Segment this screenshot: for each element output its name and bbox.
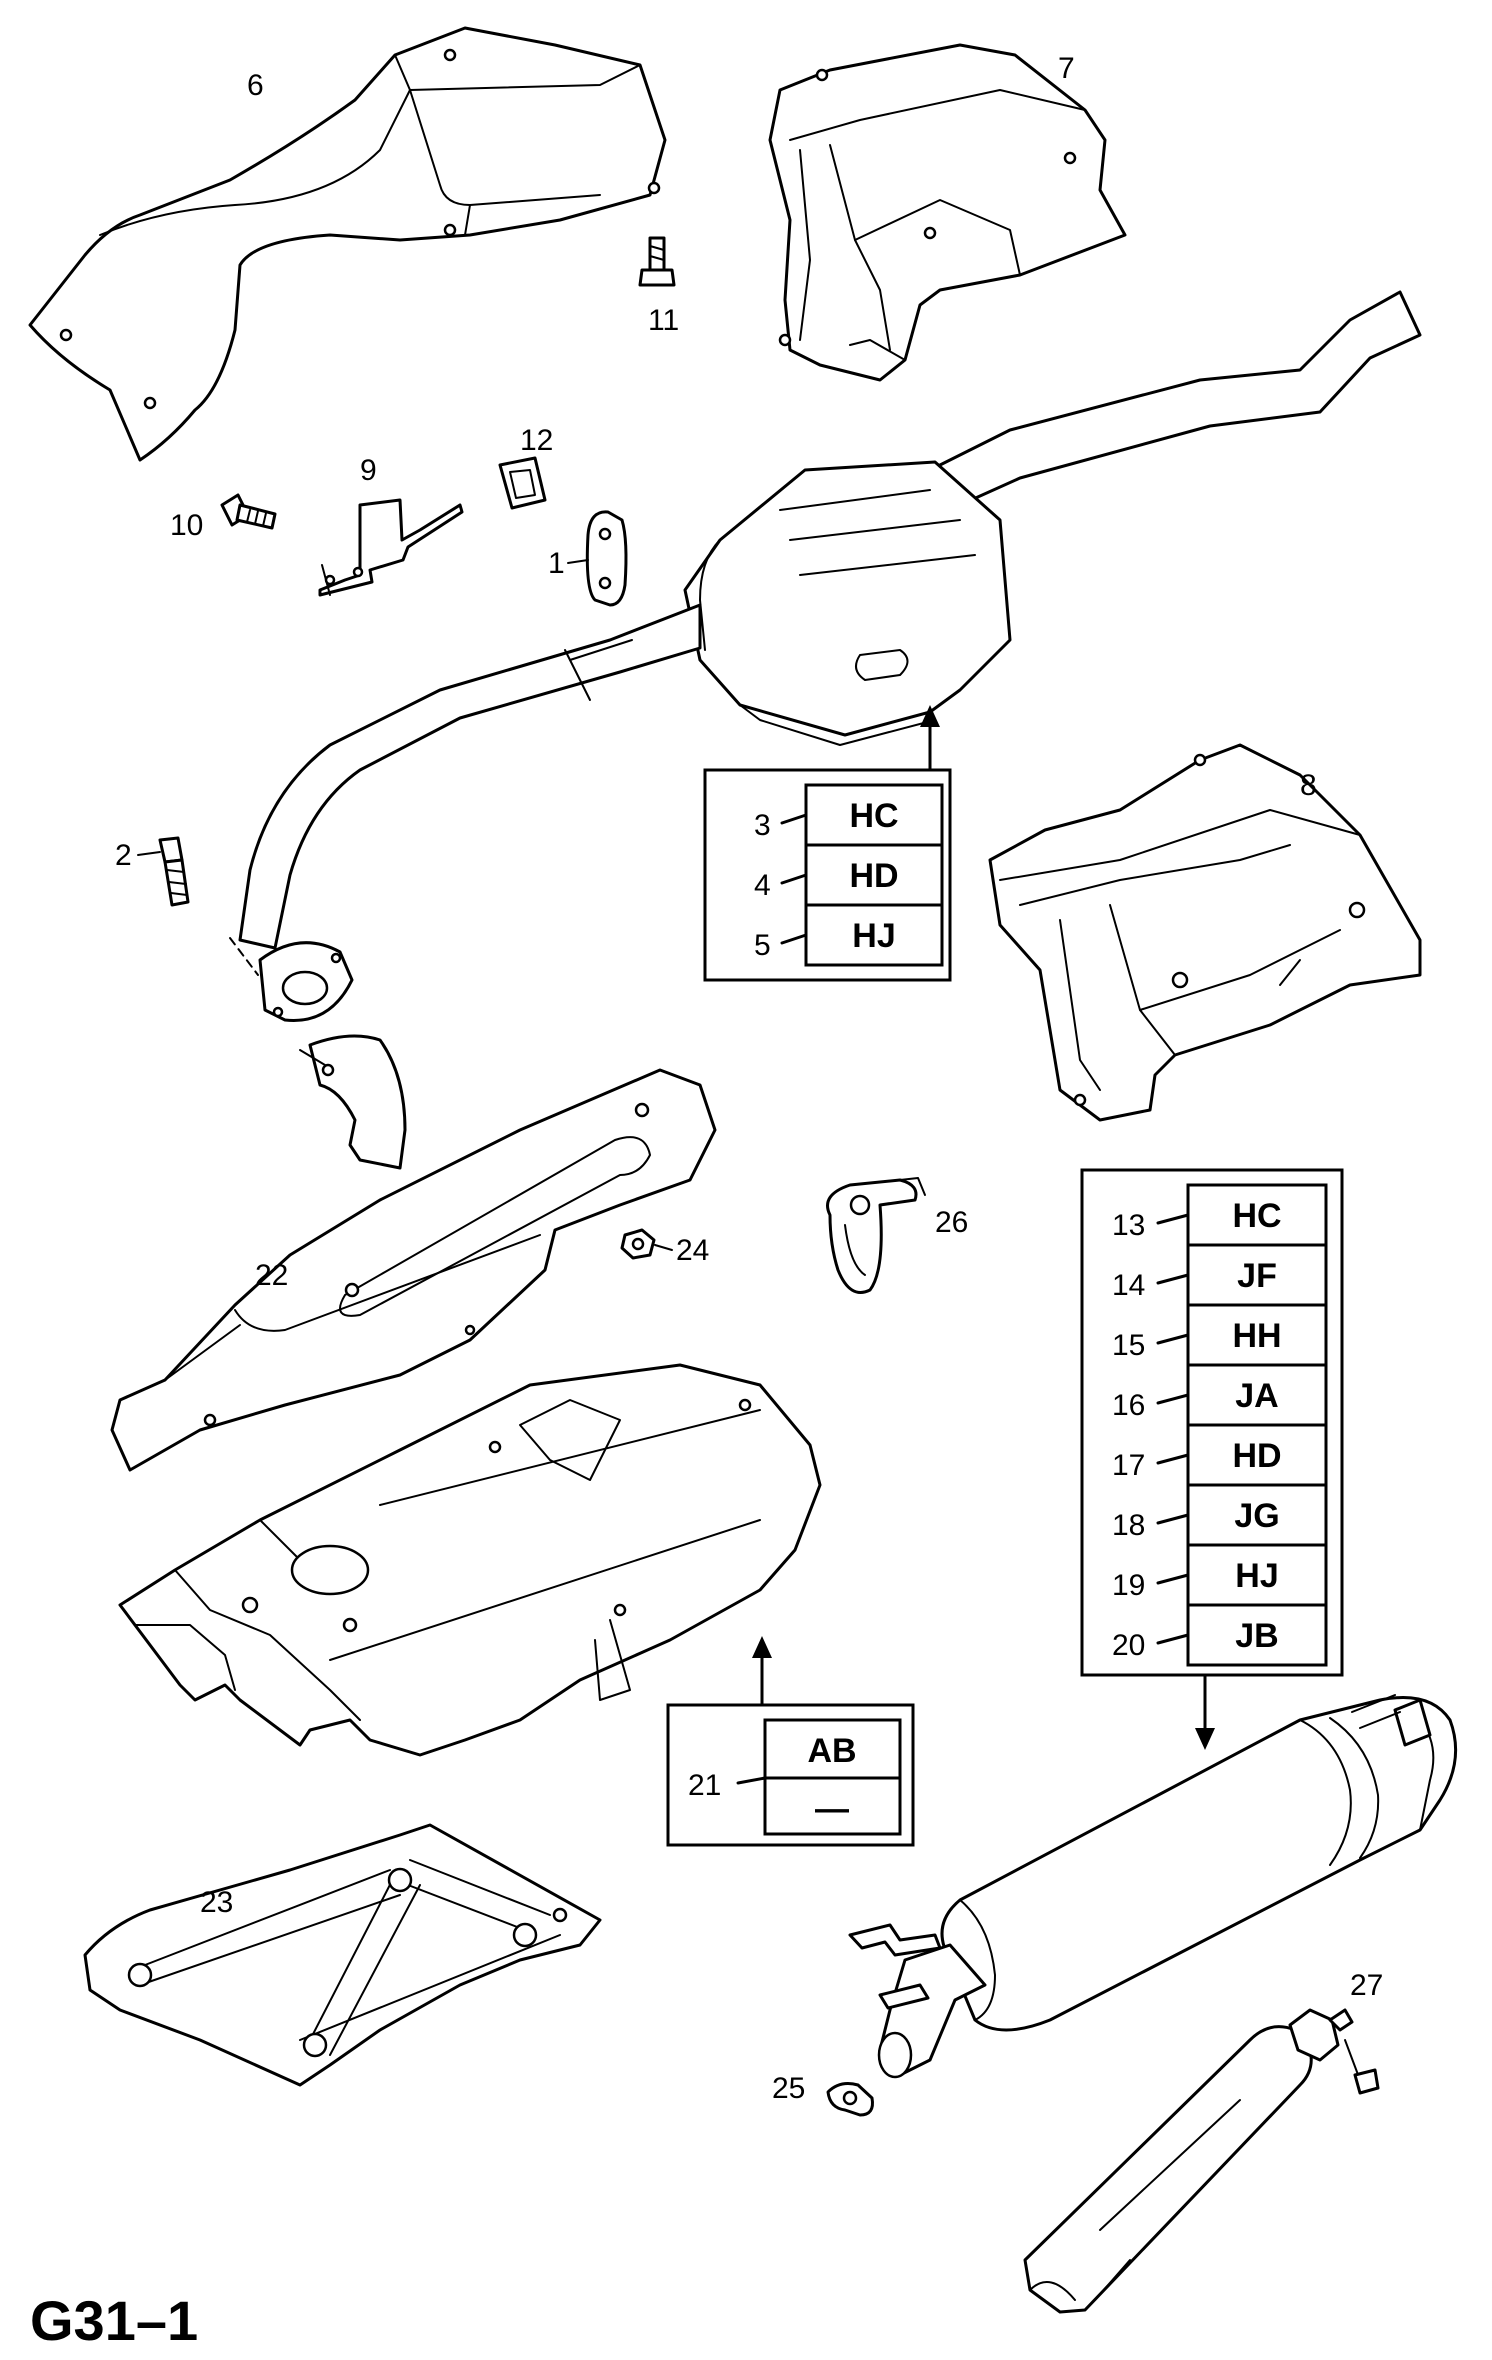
- code-box-heat-shield: 21 AB —: [666, 1636, 915, 1847]
- callout-10: 10: [170, 509, 203, 542]
- callout-14: 14: [1112, 1269, 1145, 1302]
- callout-6: 6: [247, 69, 264, 102]
- code-box-front-muffler: 3 4 5 HC HD HJ: [703, 705, 952, 982]
- callout-15: 15: [1112, 1329, 1145, 1362]
- part-2-bolt: [158, 836, 190, 907]
- part-25-clamp: [826, 2082, 874, 2117]
- diagram-id: G31–1: [30, 2289, 198, 2352]
- code-14: JF: [1237, 1257, 1277, 1295]
- part-27-sealant-tube: [1023, 2008, 1380, 2314]
- part-26-clamp: [826, 1177, 926, 1294]
- callout-3: 3: [754, 809, 771, 842]
- callout-21: 21: [688, 1769, 721, 1802]
- code-20: JB: [1235, 1617, 1278, 1655]
- code-4: HD: [849, 857, 898, 895]
- code-5: HJ: [852, 917, 895, 955]
- callout-24: 24: [676, 1234, 709, 1267]
- callout-2: 2: [115, 839, 132, 872]
- code-21-b: —: [815, 1790, 849, 1828]
- part-9-bracket: [318, 498, 464, 597]
- front-pipe-and-muffler: [229, 290, 1422, 1022]
- code-19: HJ: [1235, 1557, 1278, 1595]
- code-16: JA: [1235, 1377, 1278, 1415]
- part-10-bolt: [220, 493, 277, 530]
- code-15: HH: [1232, 1317, 1281, 1355]
- code-18: JG: [1234, 1497, 1279, 1535]
- part-23-heat-shield: [83, 1823, 602, 2087]
- part-8-heat-shield: [988, 743, 1422, 1122]
- callout-7: 7: [1058, 52, 1075, 85]
- part-22-heat-shield: [110, 1068, 717, 1472]
- callout-1: 1: [548, 547, 565, 580]
- callout-4: 4: [754, 869, 771, 902]
- callout-25: 25: [772, 2072, 805, 2105]
- code-21-a: AB: [807, 1732, 856, 1770]
- part-1-rubber-hanger: [585, 510, 628, 607]
- callout-26: 26: [935, 1206, 968, 1239]
- callout-16: 16: [1112, 1389, 1145, 1422]
- part-7-heat-shield: [768, 43, 1127, 382]
- callout-5: 5: [754, 929, 771, 962]
- callout-12: 12: [520, 424, 553, 457]
- code-box-rear-muffler: 13 14 15 16 17 18 19 20 HC JF HH JA HD J…: [1080, 1168, 1344, 1750]
- flange-heat-shield: [299, 1034, 407, 1170]
- callout-17: 17: [1112, 1449, 1145, 1482]
- callout-22: 22: [255, 1259, 288, 1292]
- part-11-bolt: [638, 236, 676, 287]
- callout-18: 18: [1112, 1509, 1145, 1542]
- part-6-front-heat-shield: [28, 26, 667, 462]
- callout-20: 20: [1112, 1629, 1145, 1662]
- part-12-clip: [498, 456, 547, 510]
- callout-13: 13: [1112, 1209, 1145, 1242]
- part-24-nut: [620, 1228, 656, 1260]
- code-3: HC: [849, 797, 898, 835]
- code-17: HD: [1232, 1437, 1281, 1475]
- callout-27: 27: [1350, 1969, 1383, 2002]
- callout-8: 8: [1300, 769, 1317, 802]
- code-13: HC: [1232, 1197, 1281, 1235]
- part-callouts: 1 2 6 7 8 9 10 11 12 22 23 24 25 26 27: [115, 52, 1383, 2105]
- part-21-heat-shield: [118, 1363, 822, 1757]
- callout-23: 23: [200, 1886, 233, 1919]
- callout-11: 11: [648, 304, 679, 337]
- callout-19: 19: [1112, 1569, 1145, 1602]
- callout-9: 9: [360, 454, 377, 487]
- rear-muffler: [848, 1694, 1458, 2079]
